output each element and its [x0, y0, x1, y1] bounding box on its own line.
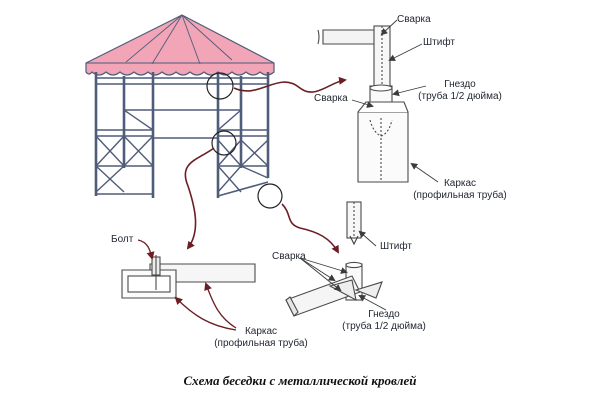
gazebo-posts — [94, 72, 270, 198]
top-beam — [322, 29, 379, 45]
gazebo-illustration — [85, 14, 283, 209]
gazebo-roof — [85, 14, 275, 76]
callout-arrow-top — [233, 76, 347, 93]
roof-ridges — [86, 14, 274, 65]
label-frame-right: Каркас — [443, 178, 477, 189]
detail-circle-top — [206, 72, 234, 100]
leaders-bottom-right — [299, 230, 387, 311]
gazebo-bottom-rails — [96, 165, 269, 197]
gazebo-braces — [95, 109, 269, 193]
label-frame-bottom-sub: (профильная труба) — [214, 338, 308, 349]
label-socket-top: Гнездо — [444, 79, 476, 90]
label-pin-bottom: Штифт — [380, 241, 412, 252]
label-pin-top: Штифт — [423, 37, 455, 48]
callout-arrow-bottom — [281, 203, 339, 254]
callout-arrows — [184, 76, 347, 254]
label-socket-top-sub: (труба 1/2 дюйма) — [418, 91, 502, 102]
figure-caption: Схема беседки с металлической кровлей — [183, 373, 417, 388]
label-weld-top: Сварка — [397, 14, 431, 25]
label-weld-bottom: Сварка — [272, 251, 306, 262]
label-socket-bottom: Гнездо — [368, 309, 400, 320]
gazebo-top-beams — [96, 77, 268, 111]
leaders-bottom-left — [137, 239, 237, 331]
label-frame-right-sub: (профильная труба) — [413, 190, 507, 201]
top-frame — [357, 111, 409, 183]
detail-bottom-left — [121, 255, 256, 299]
label-frame-bottom: Каркас — [244, 326, 278, 337]
detail-top-right — [317, 25, 409, 183]
callout-arrow-middle — [184, 147, 215, 250]
leaders-top-right — [351, 19, 439, 183]
label-bolt: Болт — [111, 234, 134, 245]
label-weld-mid: Сварка — [314, 93, 348, 104]
label-socket-bottom-sub: (труба 1/2 дюйма) — [342, 321, 426, 332]
detail-circle-bottom — [257, 183, 283, 209]
detail-circle-middle — [211, 130, 237, 156]
